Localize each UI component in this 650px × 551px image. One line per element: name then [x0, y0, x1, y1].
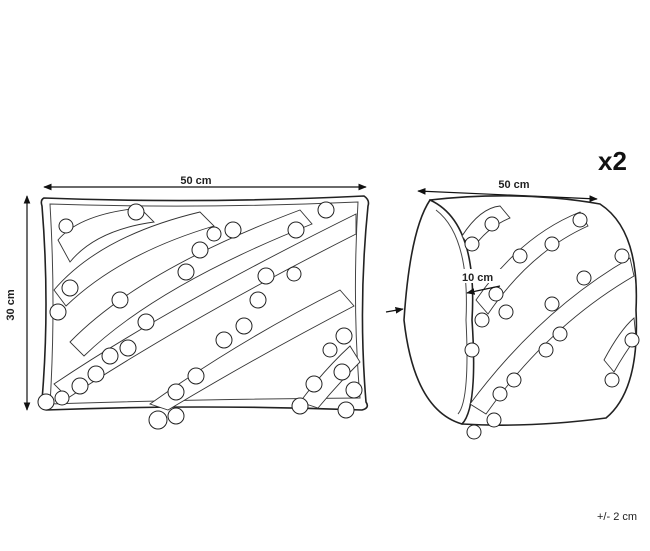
side-view: 50 cm [385, 179, 640, 440]
tolerance-note: +/- 2 cm [597, 511, 637, 523]
side-endcap-seam [435, 209, 468, 415]
side-width-dimension-line [417, 187, 598, 203]
front-pompoms [37, 201, 363, 430]
side-depth-arrow-right [466, 285, 501, 295]
side-depth-arrow-left [385, 307, 404, 314]
front-width-label: 50 cm [180, 175, 211, 187]
quantity-label: x2 [598, 146, 627, 176]
side-pillow-endcap [403, 198, 475, 425]
side-width-label: 50 cm [498, 179, 529, 191]
front-height-label: 30 cm [5, 289, 17, 320]
front-pillow-seam [49, 201, 361, 405]
side-pompoms [464, 212, 640, 440]
front-view: 50 cm 30 cm [5, 175, 370, 430]
side-depth-label-bg [460, 269, 502, 283]
side-depth-label: 10 cm [462, 272, 493, 284]
